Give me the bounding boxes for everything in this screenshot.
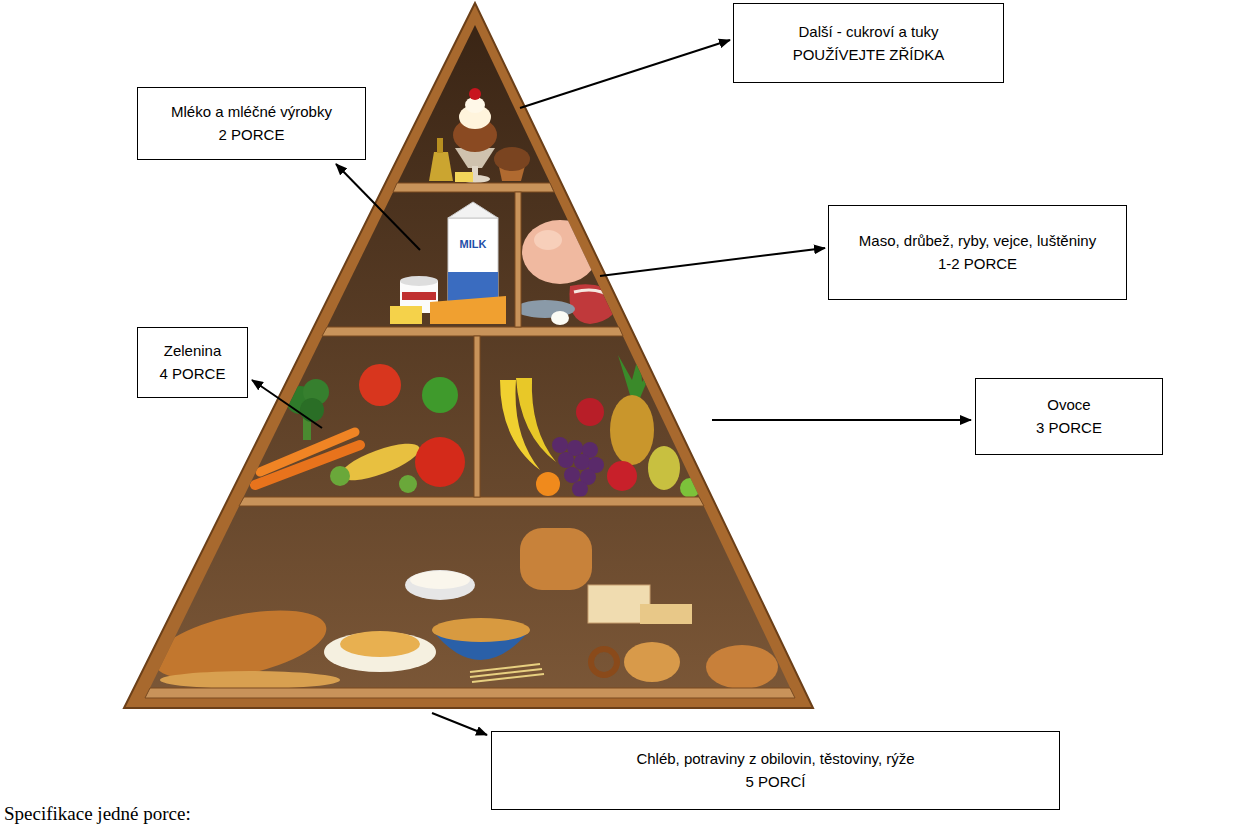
food-group-name: Ovoce xyxy=(1047,396,1090,414)
carton-text: MILK xyxy=(449,238,497,250)
serving-count: 5 PORCÍ xyxy=(745,773,805,791)
serving-count: 4 PORCE xyxy=(160,365,226,383)
food-group-name: Mléko a mléčné výrobky xyxy=(171,103,332,121)
callout-box: Ovoce 3 PORCE xyxy=(975,378,1163,455)
shelf-planks xyxy=(145,183,795,698)
callout-box: Další - cukroví a tukyPOUŽÍVEJTE ZŘÍDKA xyxy=(733,3,1004,83)
callout-box: Chléb, potraviny z obilovin, těstoviny, … xyxy=(491,731,1060,810)
serving-count: 1-2 PORCE xyxy=(938,255,1017,273)
callout-box: Maso, drůbež, ryby, vejce, luštěniny 1-2 … xyxy=(828,205,1127,300)
callout-box: Zelenina 4 PORCE xyxy=(137,327,248,398)
serving-count: 3 PORCE xyxy=(1036,419,1102,437)
food-group-name: Maso, drůbež, ryby, vejce, luštěniny xyxy=(859,232,1096,250)
food-group-name: Další - cukroví a tuky xyxy=(798,23,938,41)
pyramid-frame xyxy=(124,3,813,708)
callout-box: Mléko a mléčné výrobky 2 PORCE xyxy=(137,87,366,160)
food-group-name: Chléb, potraviny z obilovin, těstoviny, … xyxy=(636,750,914,768)
food-group-name: Zelenina xyxy=(164,342,222,360)
note-text: Specifikace jedné porce: xyxy=(4,803,191,825)
serving-count: 2 PORCE xyxy=(219,126,285,144)
serving-count: POUŽÍVEJTE ZŘÍDKA xyxy=(793,46,945,64)
